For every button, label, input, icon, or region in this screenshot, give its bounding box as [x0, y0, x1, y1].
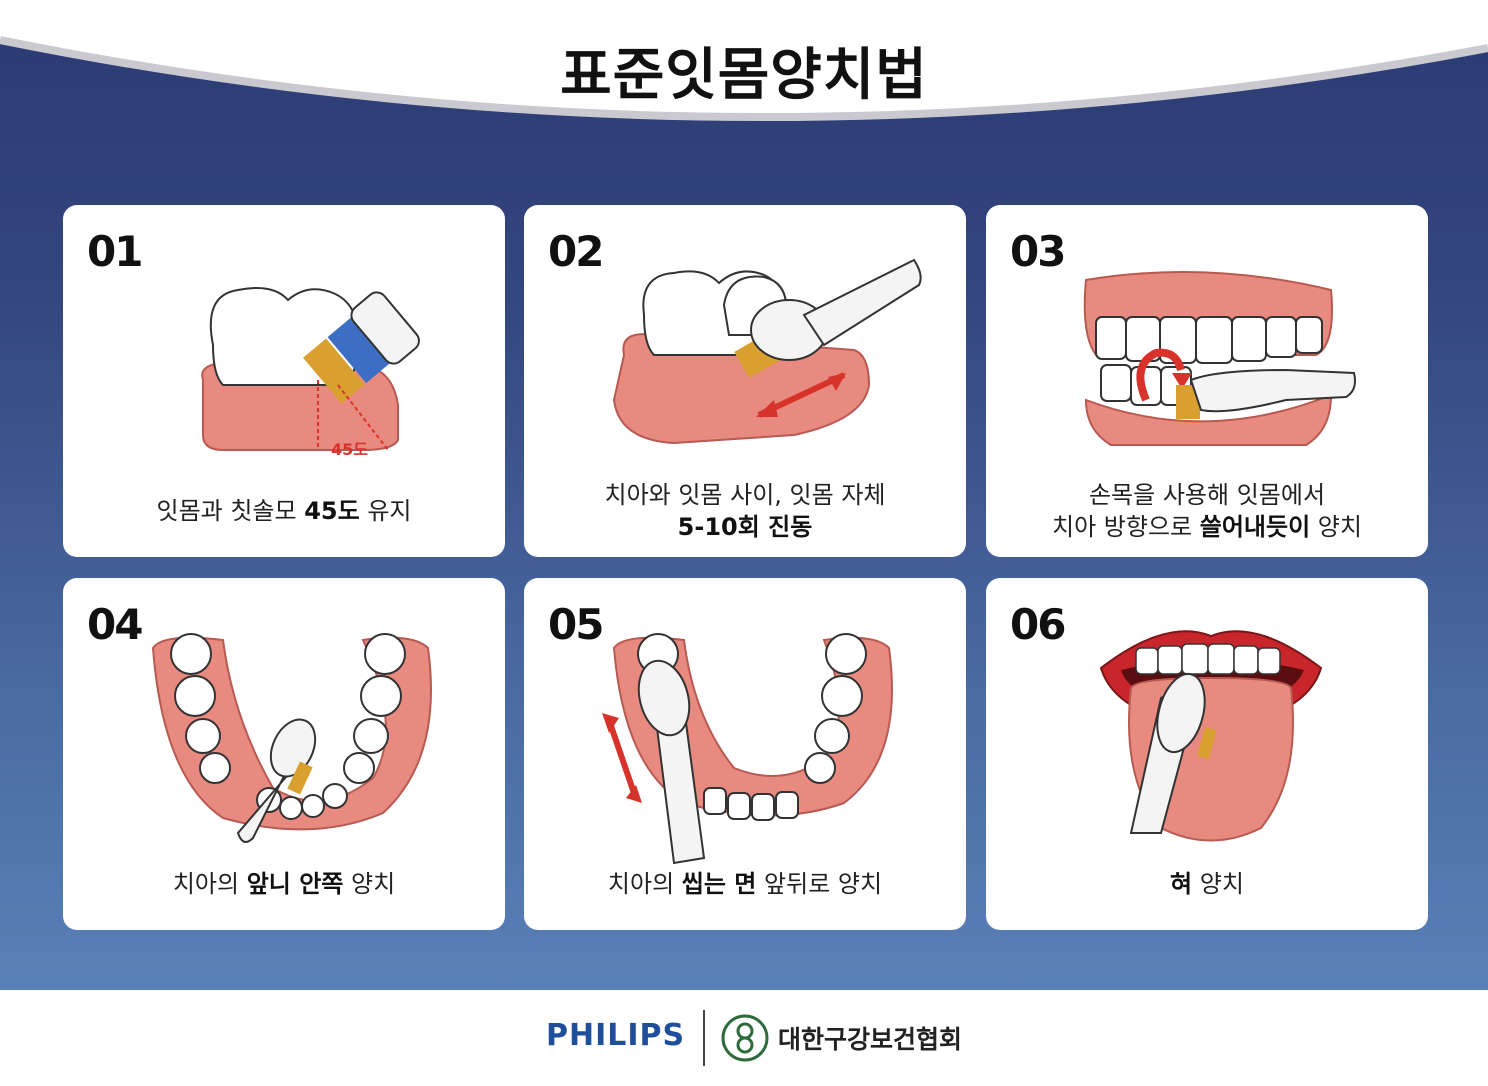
caption-bold: 쓸어내듯이 [1199, 513, 1311, 541]
footer-divider [703, 1010, 705, 1066]
caption-text: 양치 [1192, 870, 1244, 898]
step-number: 01 [87, 227, 143, 276]
caption-text: 치아 방향으로 [1052, 513, 1200, 541]
vibration-illustration [612, 258, 922, 445]
caption-text: 치아의 [607, 870, 682, 898]
step-number: 05 [548, 600, 604, 649]
step-caption: 잇몸과 칫솔모 45도 유지 [63, 495, 505, 527]
step-number: 04 [87, 600, 143, 649]
caption-text: 잇몸과 칫솔모 [156, 497, 305, 525]
step-caption: 치아와 잇몸 사이, 잇몸 자체 5-10회 진동 [524, 479, 966, 543]
page-title: 표준잇몸양치법 [560, 43, 928, 108]
caption-bold: 45도 [304, 497, 360, 525]
caption-bold: 앞니 안쪽 [246, 870, 344, 898]
caption-text: 앞뒤로 양치 [756, 870, 883, 898]
header-arc [0, 0, 1488, 122]
tongue-illustration [1099, 630, 1323, 842]
step-card-01: 01 45도 잇몸과 칫솔모 45도 유지 [63, 205, 505, 557]
step-number: 03 [1010, 227, 1066, 276]
angle-label: 45도 [331, 440, 368, 459]
tooth-45-degree-illustration: 45도 [201, 287, 420, 459]
step-number: 02 [548, 227, 604, 276]
caption-bold: 혀 [1170, 870, 1193, 898]
caption-bold: 씹는 면 [681, 870, 757, 898]
step-caption: 손목을 사용해 잇몸에서 치아 방향으로 쓸어내듯이 양치 [986, 479, 1428, 543]
caption-text: 유지 [359, 497, 412, 525]
caption-text: 양치 [1310, 513, 1362, 541]
step-number: 06 [1010, 600, 1066, 649]
caption-text: 양치 [343, 870, 396, 898]
chewing-surface-illustration [602, 633, 893, 865]
step-card-03: 03 손목을 사용해 잇몸에서 치아 방향으로 쓸어내듯이 양치 [986, 205, 1428, 557]
step-caption: 혀 양치 [986, 868, 1428, 900]
caption-line: 치아 방향으로 쓸어내듯이 양치 [986, 511, 1428, 543]
sweep-illustration [1083, 271, 1356, 446]
kda-name: 대한구강보건협회 [778, 1025, 963, 1054]
front-teeth-inner-illustration [151, 633, 432, 843]
step-card-02: 02 치아와 잇몸 사이, 잇몸 자체 5-10회 진동 [524, 205, 966, 557]
step-caption: 치아의 씹는 면 앞뒤로 양치 [524, 868, 966, 900]
step-card-04: 04 치아의 앞니 안쪽 양치 [63, 578, 505, 930]
caption-text: 치아의 [172, 870, 247, 898]
step-caption: 치아의 앞니 안쪽 양치 [63, 868, 505, 900]
step-card-05: 05 치아의 씹는 면 앞뒤로 양치 [524, 578, 966, 930]
philips-logo: PHILIPS [546, 1018, 686, 1053]
caption-line: 손목을 사용해 잇몸에서 [1088, 481, 1326, 509]
caption-line: 치아와 잇몸 사이, 잇몸 자체 [604, 481, 886, 509]
step-card-06: 06 혀 양치 [986, 578, 1428, 930]
kda-emblem-icon [721, 1014, 769, 1062]
caption-line-bold: 5-10회 진동 [677, 513, 813, 541]
